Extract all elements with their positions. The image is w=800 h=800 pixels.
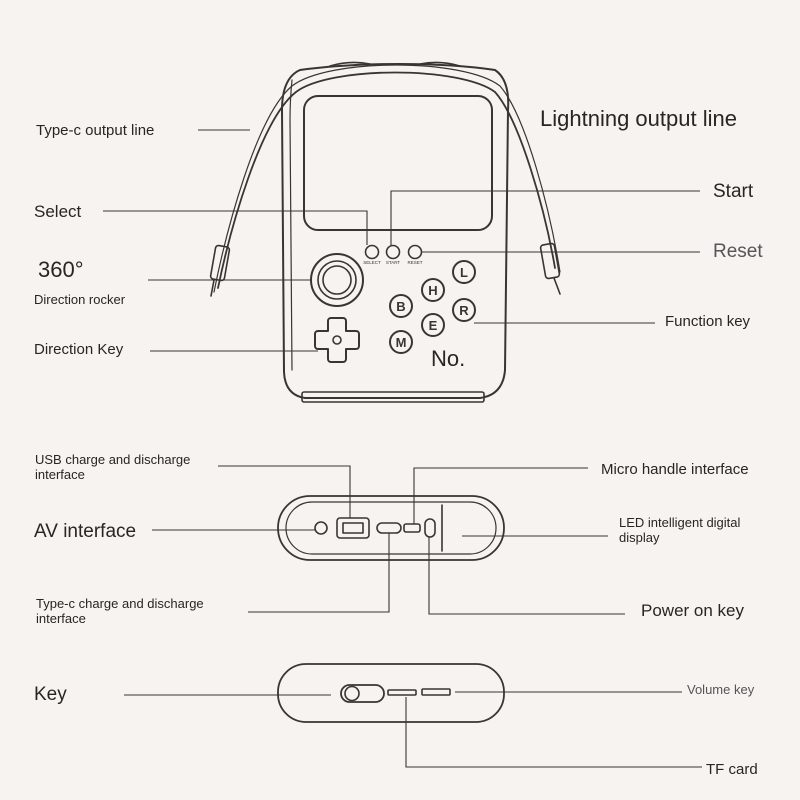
label-start: Start (713, 181, 754, 202)
label-type-c-output-line: Type-c output line (36, 122, 155, 139)
label-no: No. (431, 346, 466, 371)
device-body-ports (277, 495, 505, 561)
start-button (385, 244, 401, 260)
face-button-m (389, 330, 413, 354)
face-label-e: E (429, 318, 438, 333)
device-body-front (281, 63, 510, 399)
micro-port (403, 523, 421, 533)
key-switch (340, 684, 385, 703)
power-key (424, 518, 436, 538)
volume-key (421, 688, 451, 696)
leader-power (428, 537, 625, 615)
label-reset: Reset (713, 241, 763, 262)
select-tiny-label: SELECT (363, 260, 381, 265)
label-av-interface: AV interface (34, 521, 137, 542)
face-button-e (421, 313, 445, 337)
type-c-port (376, 522, 402, 534)
leader-usb (218, 465, 351, 518)
label-led-display: LED intelligent digital display (619, 515, 741, 545)
label-volume-key: Volume key (687, 682, 755, 697)
face-label-l: L (460, 265, 468, 280)
face-label-h: H (428, 283, 437, 298)
face-button-b (389, 294, 413, 318)
face-label-m: M (396, 335, 407, 350)
label-usb-charge: USB charge and discharge interface (35, 452, 191, 482)
label-360: 360° (38, 257, 84, 282)
start-tiny-label: START (386, 260, 401, 265)
label-function-key: Function key (665, 313, 751, 330)
face-label-b: B (396, 299, 405, 314)
label-micro-handle: Micro handle interface (601, 461, 749, 478)
direction-key (314, 317, 360, 363)
reset-button (407, 244, 423, 260)
screen (303, 95, 493, 231)
face-button-r (452, 298, 476, 322)
select-button (364, 244, 380, 260)
leader-tf (405, 697, 702, 768)
cable-loop (217, 71, 556, 289)
label-select: Select (34, 202, 82, 221)
leader-select (103, 210, 368, 245)
leader-start (390, 190, 700, 245)
leader-micro (413, 467, 588, 524)
label-tf-card: TF card (706, 761, 758, 778)
face-button-h (421, 278, 445, 302)
label-direction-rocker: Direction rocker (34, 292, 126, 307)
label-lightning-output-line: Lightning output line (540, 106, 737, 131)
label-type-c-charge: Type-c charge and discharge interface (36, 596, 204, 626)
leader-type-c-charge (248, 533, 390, 613)
label-power-on-key: Power on key (641, 601, 744, 620)
device-body-side (277, 663, 505, 723)
av-port (314, 521, 328, 535)
usb-port (336, 517, 370, 539)
face-label-r: R (459, 303, 469, 318)
tf-card-slot (387, 689, 417, 696)
face-button-l (452, 260, 476, 284)
label-key: Key (34, 684, 67, 705)
lightning-plug (539, 242, 561, 280)
reset-tiny-label: RESET (407, 260, 422, 265)
label-direction-key: Direction Key (34, 341, 124, 358)
